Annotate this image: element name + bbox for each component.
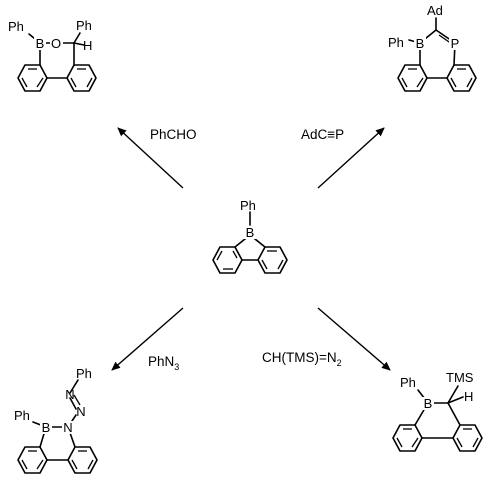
product4-hydrogen-label: H: [464, 389, 473, 404]
arrow-to-phosphaalkyne-product: [317, 127, 385, 189]
product1-ph-left-label: Ph: [8, 19, 24, 34]
arrow-to-aldehyde-product: [117, 127, 184, 189]
product2-phosphorus-label: P: [451, 36, 460, 51]
product2-boron-label: B: [416, 36, 425, 51]
product-oxaborepine: Ph B O Ph H: [8, 18, 97, 92]
reagent-tms-diazomethane-subscript: 2: [337, 358, 342, 368]
reactant-ph-label: Ph: [240, 198, 256, 213]
reagent-phenyl-azide-subscript: 3: [174, 362, 179, 372]
product3-ph-top-label: Ph: [76, 366, 92, 381]
product1-boron-label: B: [36, 36, 45, 51]
product4-boron-label: B: [424, 396, 433, 411]
reactant-bonds: [212, 211, 288, 274]
product3-ph-left-label: Ph: [14, 408, 30, 423]
reactant-boron-label: B: [246, 225, 255, 240]
product2-ph-label: Ph: [388, 35, 404, 50]
product-phosphaborepine-bonds: [397, 17, 477, 92]
product3-n-top-label: N: [65, 387, 74, 402]
product1-oxygen-label: O: [51, 36, 61, 51]
product4-ph-label: Ph: [400, 375, 416, 390]
reactant-borafluorene: Ph B: [212, 198, 288, 274]
reagent-adamantyl-phosphaalkyne: AdC≡P: [301, 127, 344, 142]
arrow-to-diazo-product: [317, 307, 391, 371]
arrow-to-azide-product: [111, 307, 184, 371]
product-azo-azaborine-bonds: [17, 379, 98, 474]
reagent-phenyl-azide: PhN3: [148, 354, 179, 372]
product1-ph-right-label: Ph: [76, 18, 92, 33]
reagent-tms-diazomethane: CH(TMS)=N2: [262, 350, 342, 368]
reagent-phenyl-azide-base: PhN: [148, 354, 174, 369]
product2-adamantyl-label: Ad: [427, 3, 443, 18]
reagent-tms-diazomethane-base: CH(TMS)=N: [262, 350, 337, 365]
product-borinine-tms: Ph B TMS H: [392, 370, 483, 452]
product-azo-azaborine: Ph N N Ph B N: [14, 366, 98, 474]
product3-boron-label: B: [42, 420, 51, 435]
product4-tms-label: TMS: [446, 370, 474, 385]
reagent-benzaldehyde: PhCHO: [150, 127, 197, 142]
product3-n-mid-label: N: [76, 404, 85, 419]
product-phosphaborepine: Ad Ph B P: [388, 3, 477, 92]
product1-hydrogen-label: H: [83, 38, 92, 53]
product-borinine-tms-bonds: [392, 385, 483, 452]
product3-n-ring-label: N: [63, 420, 72, 435]
